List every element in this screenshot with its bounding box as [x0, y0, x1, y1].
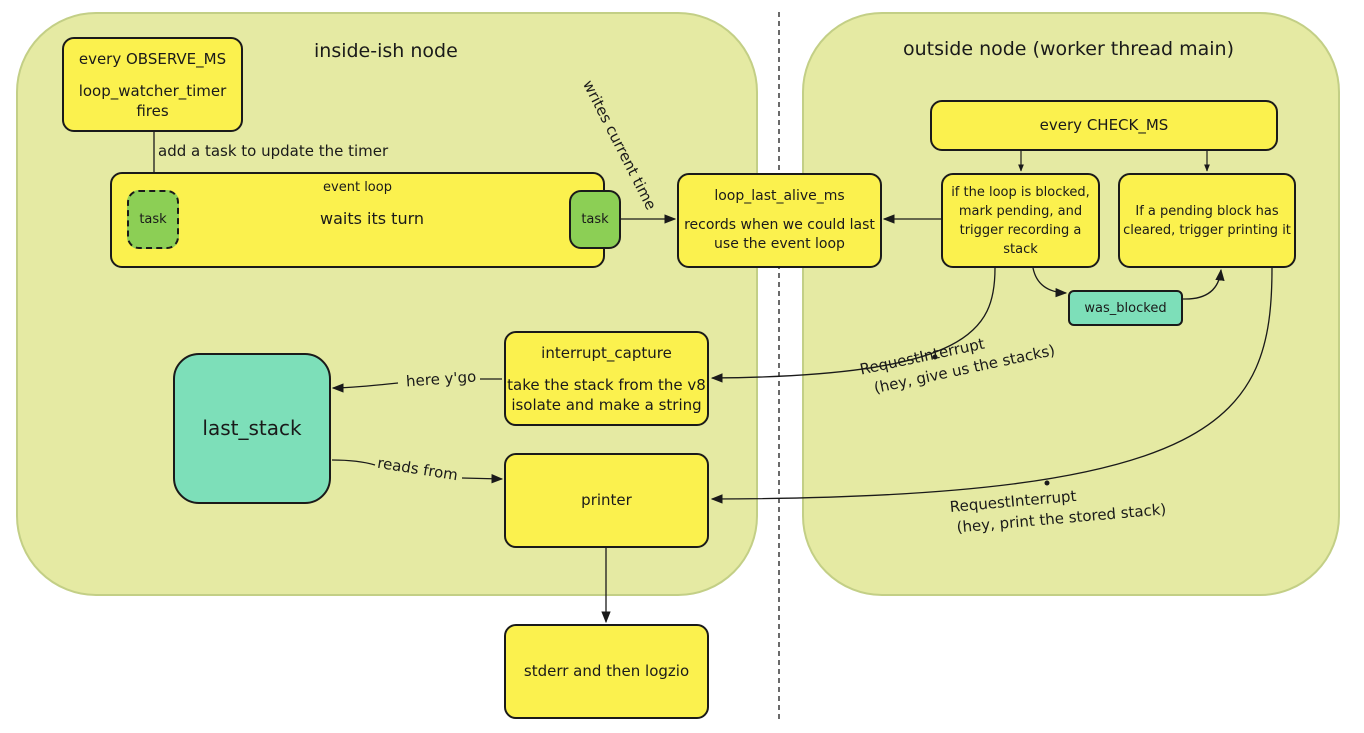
waits-its-turn-label: waits its turn: [320, 209, 425, 228]
observe-line1: every OBSERVE_MS: [78, 49, 227, 68]
event-loop-title: event loop: [323, 180, 392, 195]
loop-last-alive-line1: records when we could last: [684, 217, 875, 233]
last-stack-box: last_stack: [173, 353, 331, 504]
task-pending-box: task: [127, 190, 179, 249]
task-left-label: task: [139, 212, 167, 227]
loop-last-alive-line2: use the event loop: [714, 236, 845, 252]
stderr-label: stderr and then logzio: [523, 662, 690, 680]
observe-line2: loop_watcher_timer: [78, 81, 227, 100]
interrupt-capture-box: interrupt_capture take the stack from th…: [504, 331, 709, 426]
interrupt-capture-title: interrupt_capture: [541, 343, 672, 362]
interrupt-capture-line2: isolate and make a string: [511, 395, 702, 414]
interrupt-capture-line1: take the stack from the v8: [507, 375, 706, 394]
observe-line3: fires: [136, 101, 169, 120]
arrow-was-blocked-to-pending: [1182, 268, 1225, 300]
arrow-request-interrupt-capture: [710, 267, 996, 383]
blocked-line2: mark pending, and: [958, 203, 1083, 219]
blocked-line1: if the loop is blocked,: [951, 184, 1090, 200]
pending-line1: If a pending block has: [1135, 203, 1279, 219]
stderr-logzio-box: stderr and then logzio: [504, 624, 709, 719]
event-loop-box: event loop: [110, 172, 605, 268]
pending-cleared-box: If a pending block has cleared, trigger …: [1118, 173, 1296, 268]
blocked-line3: trigger recording a: [959, 222, 1082, 238]
was-blocked-box: was_blocked: [1068, 290, 1183, 326]
arrow-blocked-to-was-blocked: [1032, 267, 1068, 298]
task-current-box: task: [569, 190, 621, 249]
arrow-here: [333, 379, 502, 388]
check-ms-box: every CHECK_MS: [930, 100, 1278, 151]
arrow-request-print: [710, 267, 1273, 504]
observe-timer-box: every OBSERVE_MS loop_watcher_timer fire…: [62, 37, 243, 132]
outside-node-title: outside node (worker thread main): [903, 38, 1234, 60]
blocked-line4: stack: [1003, 241, 1038, 257]
inside-node-title: inside-ish node: [314, 40, 458, 62]
printer-label: printer: [581, 491, 632, 509]
arrow-reads: [331, 459, 502, 479]
loop-last-alive-box: loop_last_alive_ms records when we could…: [677, 173, 882, 268]
blocked-check-box: if the loop is blocked, mark pending, an…: [941, 173, 1100, 268]
task-right-label: task: [581, 212, 609, 227]
printer-box: printer: [504, 453, 709, 548]
loop-last-alive-title: loop_last_alive_ms: [714, 188, 845, 204]
check-ms-label: every CHECK_MS: [1039, 116, 1169, 134]
add-task-label: add a task to update the timer: [158, 142, 389, 160]
pending-line2: cleared, trigger printing it: [1123, 222, 1291, 238]
last-stack-label: last_stack: [202, 416, 302, 440]
was-blocked-label: was_blocked: [1084, 300, 1167, 316]
